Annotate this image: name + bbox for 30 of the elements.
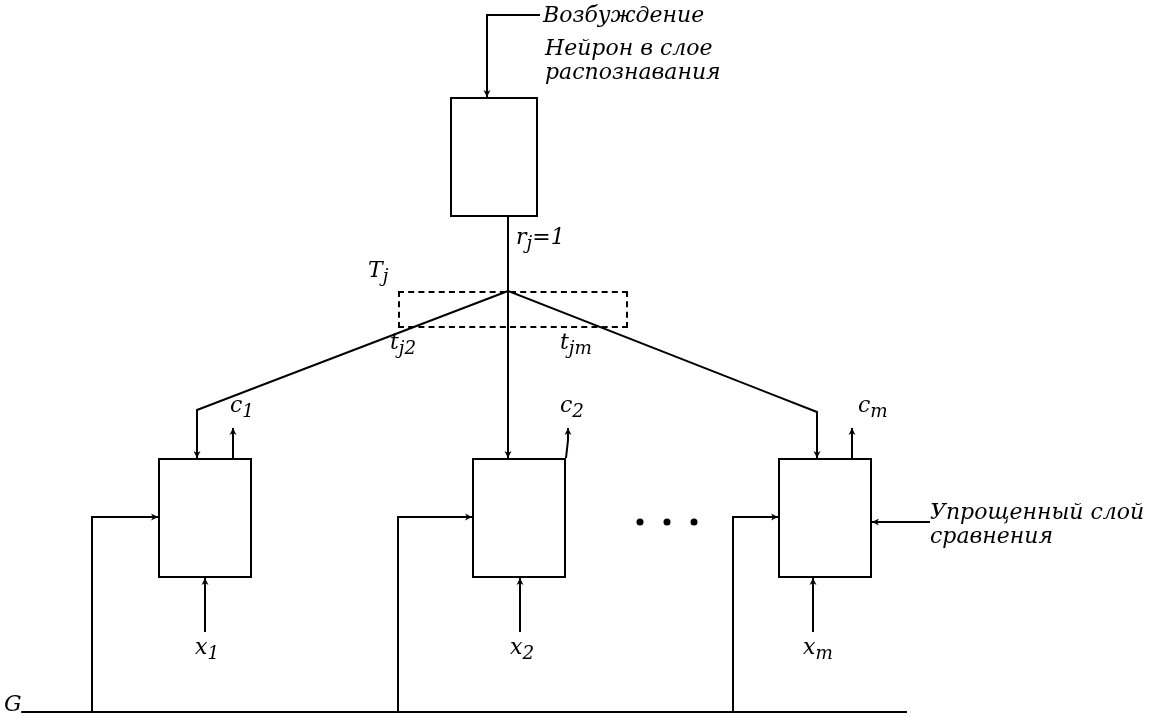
arrow — [871, 518, 931, 526]
edge-label: x$_{1}$ — [195, 635, 220, 666]
arrow — [848, 427, 856, 459]
arrow — [507, 290, 821, 459]
arrow — [201, 577, 209, 633]
connector-line — [507, 216, 509, 292]
arrow — [20, 513, 908, 713]
node-heading: T$_{j}$ — [368, 258, 389, 289]
block-box — [158, 458, 252, 578]
edge-label: x$_{m}$ — [803, 635, 833, 666]
arrow — [809, 577, 817, 633]
arrow — [229, 427, 237, 459]
text-label: G — [4, 692, 22, 716]
edge-label: c$_{m}$ — [858, 393, 888, 424]
arrow — [193, 290, 509, 459]
arrow — [504, 290, 512, 459]
edge-label: t$_{jm}$ — [560, 330, 592, 361]
edge-label: c$_{2}$ — [560, 393, 584, 424]
edge-label: t$_{j2}$ — [390, 330, 417, 361]
edge-label: c$_{1}$ — [230, 393, 254, 424]
edge-label: x$_{2}$ — [510, 635, 535, 666]
block-box — [778, 458, 872, 578]
arrow — [483, 14, 541, 98]
arrow — [516, 577, 524, 633]
arrow — [564, 427, 572, 459]
text-label: Упрощенный слой сравнения — [930, 500, 1160, 548]
block-box — [472, 458, 566, 578]
edge-label: Возбуждение — [543, 3, 705, 27]
edge-label: r$_{j}$=1 — [516, 225, 565, 256]
node-heading: Нейрон в слое распознавания — [545, 36, 720, 84]
